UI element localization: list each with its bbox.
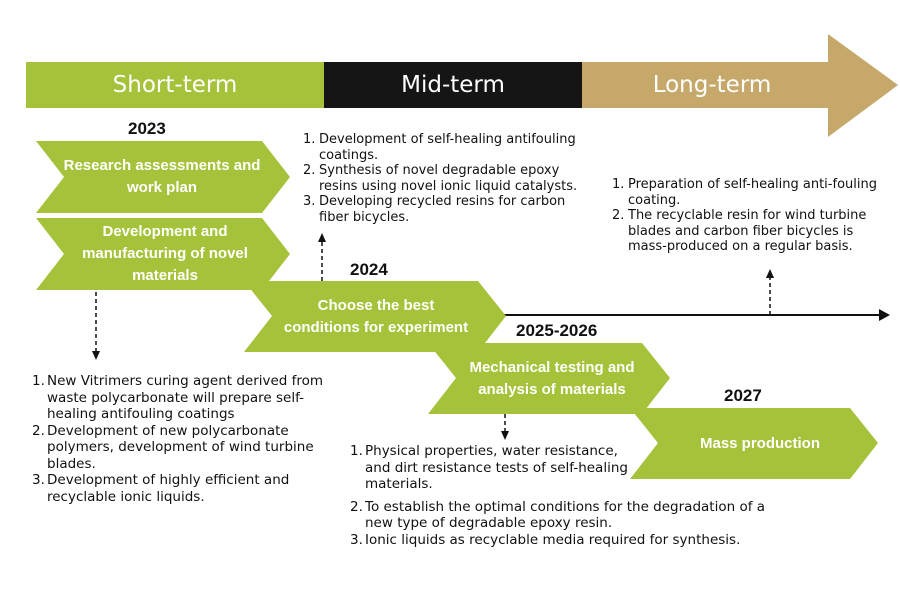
list-item: 1.New Vitrimers curing agent derived fro… — [32, 373, 324, 422]
connector-longterm-up-head — [766, 269, 774, 278]
list-item: 1.Physical properties, water resistance,… — [350, 443, 628, 492]
step-research-label: Research assessments and work plan — [63, 157, 261, 196]
chevron-choose — [244, 281, 506, 352]
chevron-mass — [630, 408, 878, 479]
chevron-mechanical — [428, 343, 670, 414]
short-term-notes: 1.New Vitrimers curing agent derived fro… — [32, 373, 330, 505]
list-item: 3.Ionic liquids as recyclable media requ… — [350, 531, 741, 548]
list-item: 1.Development of self-healing antifoulin… — [303, 132, 576, 163]
timeline-arrowhead — [879, 309, 890, 321]
year-2024: 2024 — [350, 260, 388, 279]
list-item: 2.Development of new polycarbonate polym… — [32, 422, 314, 472]
connector-2023-down-head — [92, 351, 100, 360]
connector-testing-down-head — [501, 431, 509, 440]
list-item: 2.To establish the optimal conditions fo… — [350, 498, 766, 532]
list-item: 3.Development of highly efficient and re… — [32, 472, 290, 505]
testing-notes: 1.Physical properties, water resistance,… — [350, 443, 768, 548]
short-term-band — [26, 62, 324, 108]
list-item: 2.Synthesis of novel degradable epoxy re… — [303, 163, 578, 194]
step-mass-label: Mass production — [699, 434, 820, 452]
year-2023: 2023 — [128, 119, 166, 138]
long-term-arrow — [582, 34, 898, 137]
list-item: 2.The recyclable resin for wind turbine … — [612, 208, 867, 254]
step-mechanical-label: Mechanical testing and analysis of mater… — [469, 358, 635, 398]
connector-2024-up-head — [318, 233, 326, 242]
list-item: 3.Developing recycled resins for carbon … — [303, 194, 566, 225]
year-2027: 2027 — [724, 386, 762, 405]
mid-term-notes: 1.Development of self-healing antifoulin… — [303, 132, 583, 225]
list-item: 1.Preparation of self-healing anti-fouli… — [612, 177, 877, 208]
phase-label-short-term: Short-term — [112, 72, 238, 98]
mid-term-band — [324, 62, 582, 108]
chevron-research — [36, 141, 290, 213]
step-development-label: Development and manufacturing of novel m… — [82, 223, 248, 284]
long-term-notes: 1.Preparation of self-healing anti-fouli… — [612, 177, 880, 255]
chevron-development — [36, 218, 290, 290]
phase-label-long-term: Long-term — [652, 72, 772, 98]
year-2025-2026: 2025-2026 — [516, 321, 598, 340]
step-choose-label: Choose the best conditions for experimen… — [283, 296, 469, 336]
phase-label-mid-term: Mid-term — [401, 72, 505, 98]
